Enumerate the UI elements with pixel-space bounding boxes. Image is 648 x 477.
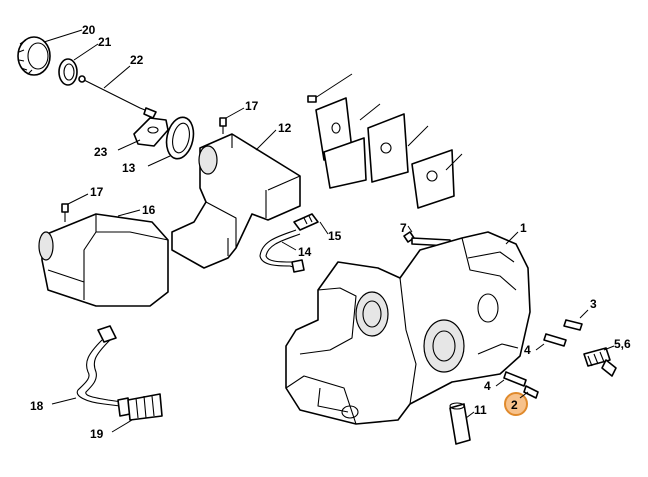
callout-3: 3 xyxy=(590,297,597,311)
part-4-pin-lower[interactable] xyxy=(503,371,527,387)
callout-22: 22 xyxy=(130,53,144,67)
part-3-pin[interactable] xyxy=(563,319,583,331)
part-12-oil-tank[interactable] xyxy=(171,133,301,269)
part-2-stud[interactable] xyxy=(523,385,539,399)
gasket-plates[interactable] xyxy=(315,97,455,209)
part-17-screw-left[interactable] xyxy=(61,203,69,222)
part-17-screw-upper[interactable] xyxy=(219,117,227,134)
part-15-fitting[interactable] xyxy=(293,213,319,231)
callout-4-upper: 4 xyxy=(524,343,531,357)
callout-23: 23 xyxy=(94,145,108,159)
callout-5-6: 5,6 xyxy=(614,337,631,351)
part-21-seal-ring[interactable] xyxy=(58,58,78,86)
part-4-pin-upper[interactable] xyxy=(543,333,567,347)
callout-4-lower: 4 xyxy=(484,379,491,393)
callout-11: 11 xyxy=(474,403,487,417)
callout-13: 13 xyxy=(122,161,136,175)
callout-15: 15 xyxy=(328,229,342,243)
callout-19: 19 xyxy=(90,427,104,441)
callout-14: 14 xyxy=(298,245,312,259)
callout-1: 1 xyxy=(520,221,527,235)
callout-20: 20 xyxy=(82,23,96,37)
callout-16: 16 xyxy=(142,203,156,217)
part-19-fuel-filter[interactable] xyxy=(117,393,163,421)
screw-top[interactable] xyxy=(307,95,317,103)
callout-17-upper: 17 xyxy=(245,99,259,113)
callout-7: 7 xyxy=(400,221,407,235)
part-22-rod[interactable] xyxy=(78,75,157,119)
callout-2: 2 xyxy=(511,398,518,412)
part-18-fuel-hose[interactable] xyxy=(76,325,123,407)
part-14-oil-hose[interactable] xyxy=(259,229,305,273)
part-20-oil-cap[interactable] xyxy=(17,36,51,76)
callout-12: 12 xyxy=(278,121,292,135)
part-1-crankcase[interactable] xyxy=(285,231,531,425)
part-5-6-spring-bolt[interactable] xyxy=(583,347,617,377)
callout-21: 21 xyxy=(98,35,112,49)
part-11-sleeve[interactable] xyxy=(449,402,471,445)
callout-18: 18 xyxy=(30,399,44,413)
part-13-o-ring[interactable] xyxy=(163,115,197,161)
callout-2-highlight xyxy=(504,392,528,416)
part-16-tank[interactable] xyxy=(38,213,169,307)
part-23-bracket[interactable] xyxy=(133,117,169,147)
callout-17-left: 17 xyxy=(90,185,104,199)
